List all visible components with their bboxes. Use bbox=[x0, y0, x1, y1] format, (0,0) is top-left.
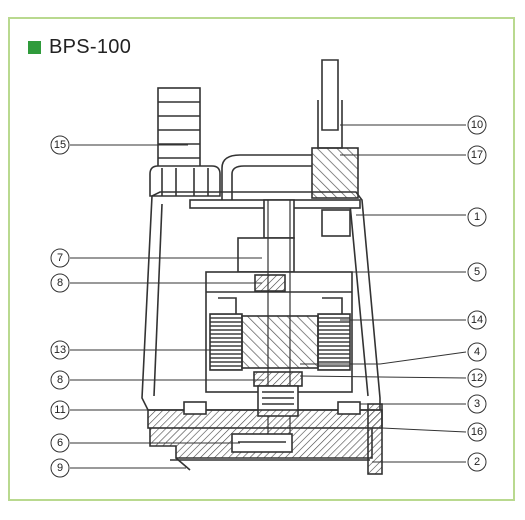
callout-5-label: 5 bbox=[474, 266, 480, 278]
callout-15 bbox=[50, 135, 70, 155]
callout-13 bbox=[50, 340, 70, 360]
callouts bbox=[50, 115, 487, 478]
callout-7-label: 7 bbox=[57, 252, 63, 264]
outlet-nut bbox=[149, 165, 221, 197]
callout-17-label: 17 bbox=[471, 149, 483, 161]
discharge-outlet bbox=[157, 87, 201, 175]
callout-2 bbox=[467, 452, 487, 472]
callout-6-label: 6 bbox=[57, 437, 63, 449]
callout-8-lower bbox=[50, 370, 70, 390]
callout-7 bbox=[50, 248, 70, 268]
stator-left bbox=[209, 313, 243, 371]
top-bearing-housing bbox=[263, 199, 295, 239]
callout-12 bbox=[467, 368, 487, 388]
outer-casing bbox=[141, 191, 381, 411]
callout-8-lower-label: 8 bbox=[57, 374, 63, 386]
title-row: BPS-100 bbox=[28, 36, 131, 59]
motor-cover-1 bbox=[321, 209, 351, 237]
callout-9 bbox=[50, 458, 70, 478]
callout-1 bbox=[467, 207, 487, 227]
title-marker-icon bbox=[28, 41, 41, 54]
model-title: BPS-100 bbox=[49, 36, 132, 58]
callout-5 bbox=[467, 262, 487, 282]
callout-6 bbox=[50, 433, 70, 453]
handle bbox=[221, 154, 312, 200]
impeller bbox=[231, 433, 293, 453]
callout-3 bbox=[467, 394, 487, 414]
callout-3-label: 3 bbox=[474, 398, 480, 410]
callout-13-label: 13 bbox=[54, 344, 66, 356]
callout-9-label: 9 bbox=[57, 462, 63, 474]
callout-10 bbox=[467, 115, 487, 135]
cable bbox=[321, 59, 339, 131]
callout-10-label: 10 bbox=[471, 119, 483, 131]
callout-4 bbox=[467, 342, 487, 362]
pump-drawing bbox=[141, 59, 383, 475]
callout-17 bbox=[467, 145, 487, 165]
callout-8-upper bbox=[50, 273, 70, 293]
callout-14 bbox=[467, 310, 487, 330]
stator-right bbox=[317, 313, 351, 371]
callout-15-label: 15 bbox=[54, 139, 66, 151]
callout-16-label: 16 bbox=[471, 426, 483, 438]
suction-cover bbox=[367, 403, 383, 475]
callout-16 bbox=[467, 422, 487, 442]
callout-4-label: 4 bbox=[474, 346, 480, 358]
rotor bbox=[241, 315, 319, 369]
cable-gland bbox=[311, 147, 359, 199]
callout-2-label: 2 bbox=[474, 456, 480, 468]
callout-8-upper-label: 8 bbox=[57, 277, 63, 289]
callout-1-label: 1 bbox=[474, 211, 480, 223]
callout-12-label: 12 bbox=[471, 372, 483, 384]
callout-14-label: 14 bbox=[471, 314, 483, 326]
callout-11 bbox=[50, 400, 70, 420]
callout-11-label: 11 bbox=[54, 404, 65, 416]
lower-bearing bbox=[253, 371, 303, 387]
